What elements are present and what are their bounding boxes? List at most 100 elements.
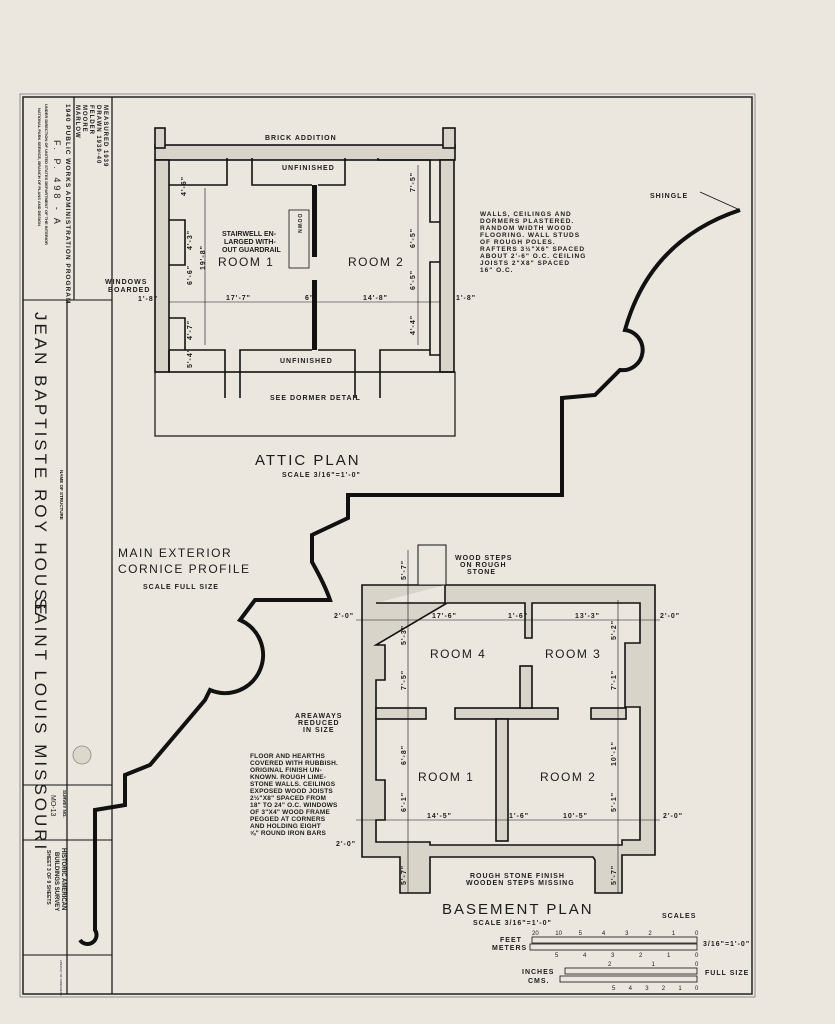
east-wall [439,159,455,373]
attic-plan: BRICK ADDITION UNFINISHED UNFINISHED STA… [105,127,585,479]
dim: 7'-5" [410,172,417,192]
scale-tick-label: 2 [608,962,612,968]
dim: 10'-5" [563,813,588,820]
dim: 6'-6" [187,265,194,285]
attic-note: 16" O.C. [480,267,513,274]
dim: 13'-3" [575,613,600,620]
drafter-1: FELDER [88,105,94,135]
unfinished-bottom-label: UNFINISHED [280,358,333,365]
cms-label: CMS. [528,978,550,985]
basement-note: EXPOSED WOOD JOISTS [250,788,333,795]
attic-note: RANDOM WIDTH WOOD [480,225,572,232]
unfinished-top-label: UNFINISHED [282,165,335,172]
dim: 4'-7" [187,320,194,340]
scales-title: SCALES [662,913,696,920]
feet-bar [531,936,698,944]
basement-note: OF 3"X4" WOOD FRAME [250,809,330,816]
stair-note-2: LARGED WITH- [224,239,276,246]
attic-plan-title: ATTIC PLAN [255,452,361,469]
feet-label: FEET [500,937,522,944]
sheet-border [22,96,753,995]
dim: 17'-7" [226,295,251,302]
drafter-3: MARLOW [74,105,80,139]
attic-plan-scale: SCALE 3/16"=1'-0" [282,472,361,479]
scale-tick-label: 1 [667,953,671,959]
dim: 6'-5" [410,228,417,248]
title-block: MEASURED 1939 DRAWN 1939-40 FELDER MOORE… [23,97,113,996]
basement-note: 2½"X8" SPACED FROM [250,794,326,802]
scale-tick-label: 2 [639,953,643,959]
basement-plan-title: BASEMENT PLAN [442,901,594,918]
inches-label: INCHES [522,969,554,976]
basement-note: 18" TO 24" O.C. WINDOWS [250,802,338,809]
direction-text-2: NATIONAL PARK SERVICE, BRANCH OF PLANS A… [37,108,42,226]
basement-note: PEGGED AT CORNERS [250,816,326,823]
scale-tick-label: 0 [695,986,699,992]
dim: 5'-7" [401,865,408,885]
scale-tick-label: 3 [625,931,629,937]
dim: 5'-4" [187,348,194,368]
basement-room-2: ROOM 2 [540,770,596,784]
scale-tick-label: 2 [662,986,666,992]
scale-tick-label: 0 [695,962,699,968]
dim: 4'-6" [181,176,188,196]
basement-note: STONE WALLS. CEILINGS [250,781,336,788]
dim: 5'-3" [401,625,408,645]
stair-icon [288,209,310,269]
scale-tick-label: 3 [611,953,615,959]
location-text: SAINT LOUIS MISSOURI [31,598,50,852]
survey-title-2: BUILDINGS SURVEY [53,852,59,911]
brick-addition-label: BRICK ADDITION [265,135,337,142]
scale-tick-label: 0 [695,953,699,959]
basement-note: KNOWN. ROUGH LIME- [250,774,326,781]
basement-note: AND HOLDING EIGHT [250,823,321,830]
drawn-text: DRAWN 1939-40 [95,105,101,164]
shingle-label: SHINGLE [650,193,688,200]
meters-label: METERS [492,945,527,952]
dim: 19'-8" [200,245,207,270]
scale-tick-label: 5 [612,986,616,992]
scale-tick-label: 4 [602,931,606,937]
windows-label-2: BOARDED [108,287,150,294]
dim: 2'-0" [336,841,356,848]
library-stamp: LIBRARY OF CONGRESS [59,960,63,996]
scale-tick-label: 20 [532,931,539,937]
down-label: DOWN [296,214,302,234]
scale-tick-label: 1 [672,931,676,937]
basement-room-4: ROOM 4 [430,647,486,661]
dim: 6'-1" [401,792,408,812]
program-text: 1940 PUBLIC WORKS ADMINISTRATION PROGRAM [64,104,71,304]
scale-tick-label: 3 [645,986,649,992]
scale-tick-label: 5 [555,953,559,959]
dim: 4'-4" [410,315,417,335]
cornice-profile-line [78,208,741,946]
scale-tick-label: 1 [652,962,656,968]
dormer-label: SEE DORMER DETAIL [270,395,361,402]
basement-partition [495,718,509,842]
inches-bar [564,967,698,975]
cornice-profile: SHINGLE MAIN EXTERIOR CORNICE PROFILE SC… [78,191,741,946]
cornice-title-2: CORNICE PROFILE [118,562,251,576]
dim: 10'-1" [611,741,618,766]
survey-number: MO-13 [49,795,56,817]
steps-label-3: STONE [467,569,496,576]
dim: 6'-5" [410,270,417,290]
punch-hole [72,745,92,765]
basement-room-3: ROOM 3 [545,647,601,661]
attic-room-2: ROOM 2 [348,255,404,269]
steps-label-1: WOOD STEPS [455,555,512,562]
dim: 1'-6" [508,613,528,620]
sheet-outer-border [19,93,756,998]
structure-name: JEAN BAPTISTE ROY HOUSE [31,312,50,618]
attic-note: RAFTERS 3½"X6" SPACED [480,245,585,253]
measured-text: MEASURED 1939 [102,105,108,167]
dim: 1'-8" [138,296,158,303]
basement-note: ⅝" ROUND IRON BARS [250,830,326,837]
basement-note: FLOOR AND HEARTHS [250,753,325,760]
attic-room-1: ROOM 1 [218,255,274,269]
dim: 6'-8" [401,745,408,765]
project-number: F. P. 498 - A [52,140,62,227]
areaways-label-3: IN SIZE [303,727,335,734]
dim: 2'-0" [660,613,680,620]
sheet-number: SHEET 3 OF 9 SHEETS [45,850,51,905]
